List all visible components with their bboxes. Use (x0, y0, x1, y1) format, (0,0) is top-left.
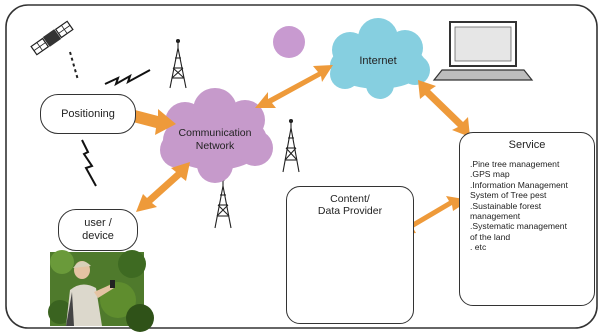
service-node: Service .Pine tree management.GPS map.In… (459, 132, 595, 306)
content-provider-title: Content/ Data Provider (287, 193, 413, 217)
arrow-service-content (396, 196, 470, 235)
communication-network-label: Communication Network (163, 124, 267, 156)
service-title: Service (508, 139, 546, 151)
service-item: .Pine tree management (470, 159, 560, 169)
user-device-label-1: user / (84, 217, 112, 229)
arrows (133, 65, 470, 235)
positioning-label: Positioning (61, 108, 115, 120)
user-device-node: user / device (58, 209, 138, 251)
service-item: .GPS map (470, 169, 510, 180)
service-item: of the land (470, 231, 511, 242)
radio-tower-icon (282, 118, 300, 173)
internet-label-text: Internet (359, 55, 397, 67)
content-provider-node: Content/ Data Provider (286, 186, 414, 324)
satellite-signal-line (69, 51, 79, 81)
service-item: .Systematic management (470, 221, 567, 232)
service-item: .Sustainable forest (470, 200, 542, 211)
internet-label: Internet (340, 52, 416, 70)
outer-frame (5, 4, 598, 329)
content-provider-label-1: Content/ (330, 193, 370, 205)
user-device-label-2: device (82, 230, 114, 242)
internet-cloud (330, 18, 430, 99)
content-provider-label-2: Data Provider (317, 205, 383, 217)
arrow-network-user (136, 162, 190, 212)
arrow-network-internet (255, 65, 333, 108)
communication-label-1: Communication (178, 127, 252, 139)
arrow-internet-service (418, 80, 470, 137)
communication-label-2: Network (195, 140, 235, 152)
service-item: .Information Management (470, 179, 568, 190)
lightning-icon (81, 139, 97, 187)
service-item: . etc (470, 242, 487, 253)
positioning-node: Positioning (40, 94, 136, 134)
lightning-icon (104, 69, 151, 87)
service-list: .Pine tree management.GPS map.Informatio… (470, 159, 590, 253)
service-item: System of Tree pest (470, 190, 547, 201)
purple-dot (273, 26, 305, 58)
laptop-icon (432, 21, 534, 81)
radio-tower-icon (169, 38, 187, 89)
service-item: management (470, 211, 521, 222)
arrow-positioning-network (133, 109, 176, 135)
satellite-icon (30, 20, 74, 56)
communication-network-cloud (160, 88, 273, 183)
person-photo (48, 250, 154, 332)
